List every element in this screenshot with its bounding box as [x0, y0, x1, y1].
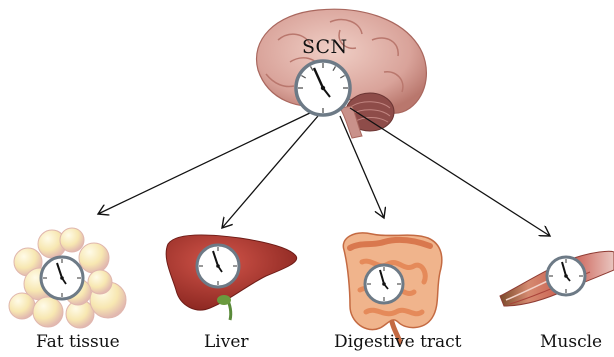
muscle-label: Muscle: [540, 332, 602, 352]
clock-icon: [547, 257, 585, 295]
scn-clock-icon: [296, 61, 350, 115]
scn-label: SCN: [302, 36, 348, 58]
liver-label: Liver: [204, 332, 249, 352]
arrow-to-muscle: [350, 108, 550, 236]
arrows: [98, 108, 550, 236]
digestive-tract-label: Digestive tract: [334, 332, 462, 352]
clock-icon: [197, 245, 239, 287]
fat-tissue-label: Fat tissue: [36, 332, 120, 352]
clock-icon: [365, 265, 403, 303]
clock-icon: [41, 257, 83, 299]
arrow-to-fat-tissue: [98, 112, 312, 214]
arrow-to-liver: [222, 116, 318, 228]
arrow-to-digestive-tract: [340, 116, 384, 218]
